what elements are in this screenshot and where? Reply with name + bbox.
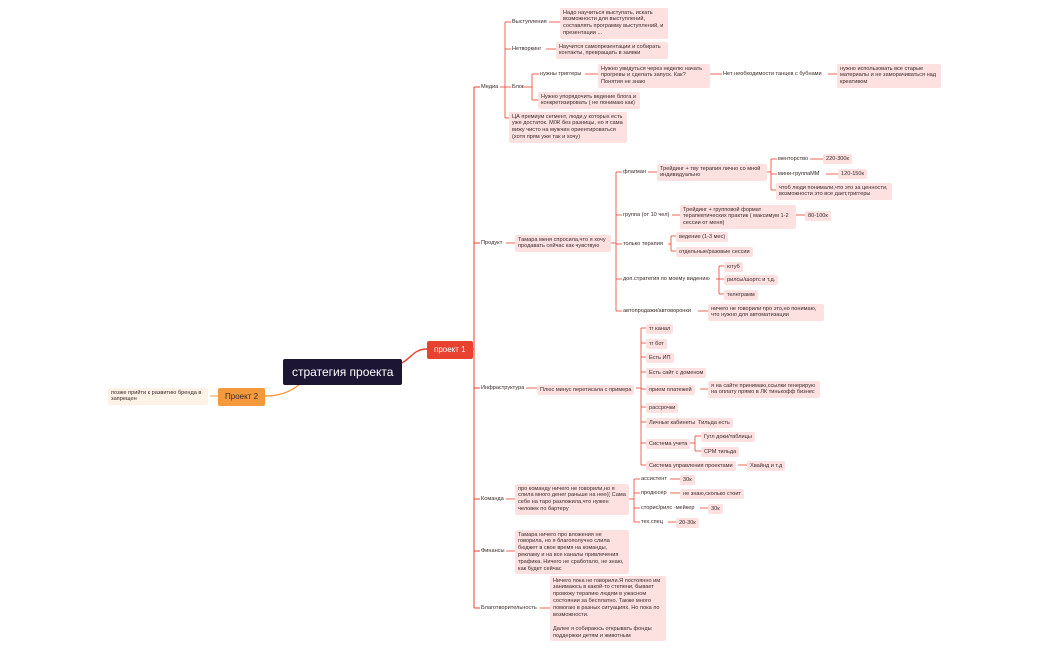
topic-networking[interactable]: Нетворкинг [512,46,542,52]
audience-note: ЦА премиум сегмент, люди,у которых есть … [509,112,627,143]
project-2-node[interactable]: Проект 2 [218,388,266,406]
group-price: 80-100к [805,211,831,221]
central-topic[interactable]: стратегия проекта [283,359,403,385]
therapy-option-b: отдельные/разовые сессии [676,247,753,257]
talks-note: Надо научиться выступать, искать возможн… [560,8,668,39]
payments-note: я на сайте принимаю,ссылки генерирую на … [708,381,820,398]
branch-finance[interactable]: Финансы [481,548,505,554]
charity-note: Ничего пока не говорили.Я постоянно им з… [550,576,666,642]
project-1-node[interactable]: проект 1 [427,341,473,359]
topic-talks[interactable]: Выступления [512,19,547,25]
topic-therapy-only[interactable]: только терапия [623,241,663,247]
extra-reels: рилсы/шортс и т.д. [724,275,779,285]
extra-youtube: ютуб [724,262,743,272]
branch-team[interactable]: Команда [481,496,504,502]
topic-autosales[interactable]: автопродажи/автоворонки [623,308,691,314]
topic-flagship[interactable]: флагман [623,169,646,175]
topic-no-dances[interactable]: Нет необходимости танцев с бубнами [723,71,822,77]
infra-site[interactable]: Есть сайт с доменом [646,368,707,378]
producer-note: не знаю,сколько стоит [680,489,745,499]
team-assistant[interactable]: ассистент [641,476,667,482]
group-note: Трейдинг + групповой формат терапевтичес… [680,205,796,229]
connector-line [264,383,301,397]
topic-group[interactable]: группа (от 10 чел) [623,212,670,218]
infra-cabinets[interactable]: Личные кабинеты [646,418,699,428]
mentoring-price: 220-300к [823,154,852,164]
extra-telegram: телеграмм [724,290,758,300]
infra-tg-channel[interactable]: тг канал [646,324,674,334]
tech-price: 20-30к [676,518,699,528]
topic-mentoring[interactable]: менторство [778,156,809,162]
topic-triggers[interactable]: нужны триггеры [540,71,582,77]
project-mgmt-note: Хвайнд и т.д [747,461,786,471]
values-note: чтоб люди понимали,что это за ценности, … [776,183,892,200]
assistant-price: 30к [680,475,695,485]
infrastructure-note: Плюс минус перетисала с примера [537,385,635,395]
cabinets-tilda: Тильда есть [695,418,733,428]
team-producer[interactable]: продюсер [641,490,667,496]
infra-payments[interactable]: прием платежей [646,385,695,395]
infra-project-mgmt[interactable]: Система управления проектами [646,461,736,471]
finance-note: Тамара ничего про вложения не говорила, … [515,530,629,575]
dances-note: нужно использовать все старые материалы … [837,64,941,88]
therapy-option-a: ведение (1-3 мес) [676,232,729,242]
branch-media[interactable]: Медиа [481,84,499,90]
infra-tg-bot[interactable]: тг бот [646,339,667,349]
topic-mini-group[interactable]: мини-группаММ [778,171,820,177]
blog-order-note: Нужно упорядочить ведение блога и конкре… [538,92,640,109]
accounting-google: Гугл доки/таблицы [701,432,755,442]
infra-ip[interactable]: Есть ИП [646,353,674,363]
branch-infrastructure[interactable]: Инфраструктура [481,385,525,391]
topic-blog[interactable]: Блог [512,84,525,90]
accounting-crm: CPM тильда [701,447,740,457]
infra-accounting[interactable]: Система учета [646,439,691,449]
team-stories-maker[interactable]: сторис/рилс -мейкер [641,505,695,511]
team-note: про команду ничего не говорили,но я слил… [515,484,629,515]
triggers-note: Нужно увидуться через неделю начать прог… [598,64,710,88]
topic-extra-strategy[interactable]: доп.стратегия по моему видению [623,276,710,282]
branch-product[interactable]: Продукт [481,240,503,246]
team-tech[interactable]: тех.спец [641,519,663,525]
project-2-note: позже прийти к развитию бренда в запреще… [108,388,208,405]
product-note: Тамара меня спросила,что я хочу продават… [515,235,611,252]
mini-group-price: 120-150к [838,169,867,179]
stories-price: 30к [708,504,723,514]
infra-installments[interactable]: рассрочки [646,403,679,413]
networking-note: Научится самопрезентации и собирать конт… [556,42,668,59]
autosales-note: ничего не говорили про это,но понимаю, ч… [708,304,824,321]
flagship-note: Трейдинг + тву терапия лично со мной инд… [657,164,767,181]
branch-charity[interactable]: Благотворительность [481,605,537,611]
